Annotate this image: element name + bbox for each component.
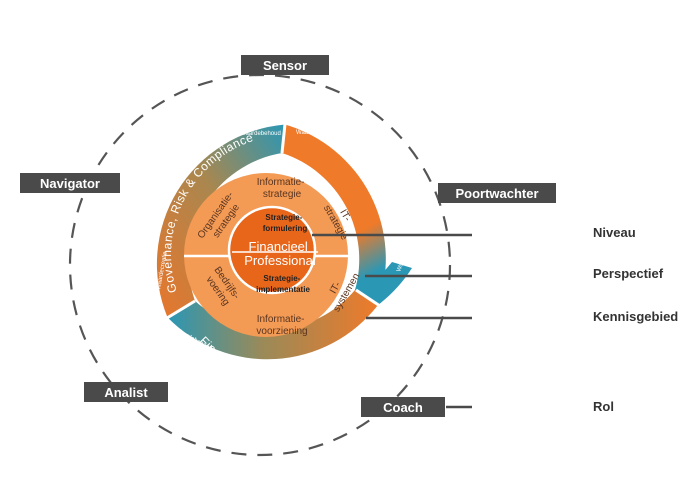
legend-perspectief: Perspectief	[593, 266, 664, 281]
segment-teal-accent	[361, 262, 412, 305]
role-analist: Analist	[84, 382, 168, 402]
role-ring	[68, 73, 452, 457]
legend-kennisgebied: Kennisgebied	[593, 309, 679, 324]
segment-finance	[167, 290, 378, 360]
level-circle	[227, 205, 317, 295]
role-poortwachter: Poortwachter	[438, 183, 556, 203]
role-sensor: Sensor	[241, 55, 329, 75]
role-coach: Coach	[361, 397, 445, 417]
separator-line	[166, 299, 196, 320]
separator-line	[280, 123, 287, 154]
legend-rol: Rol	[593, 399, 614, 414]
inner-top-text: Strategie- formulering	[263, 213, 308, 233]
informatievoorziening-label: Informatie- voorziening	[256, 314, 307, 337]
legend-niveau: Niveau	[593, 225, 636, 240]
role-navigator: Navigator	[20, 173, 120, 193]
small-label-waardebehoud-top: Waardebehoud	[240, 131, 281, 137]
informatiestrategie-label: Informatie- strategie	[257, 177, 308, 200]
segment-performance	[282, 124, 386, 305]
separator-line	[355, 288, 381, 308]
segment-governance	[156, 124, 285, 318]
center-title: Financieel Professional	[244, 239, 316, 268]
inner-bottom-text: Strategie- implementatie	[256, 274, 310, 294]
small-label-waardecreatie-top: Waardecreatie	[296, 130, 335, 136]
